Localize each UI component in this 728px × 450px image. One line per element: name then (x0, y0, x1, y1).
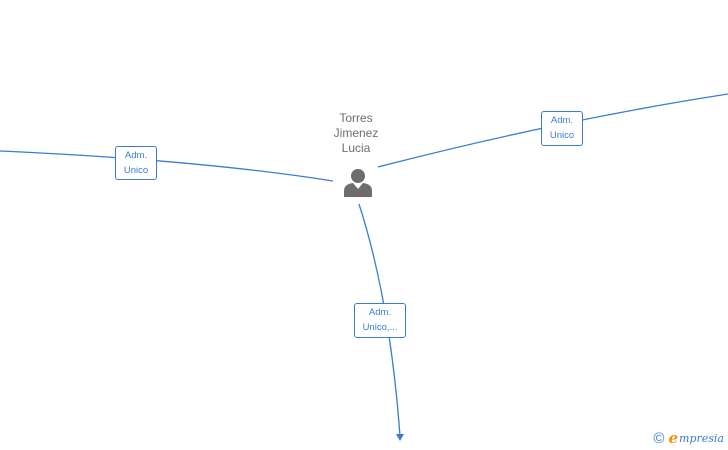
edge-left[interactable] (0, 150, 334, 182)
person-icon[interactable] (343, 167, 373, 197)
person-name-line: Jimenez (333, 126, 379, 140)
relation-badge-left[interactable]: Adm. Unico (115, 146, 157, 180)
person-node-label[interactable]: Torres Jimenez Lucia (318, 111, 394, 156)
relation-role: Unico (123, 165, 149, 176)
relation-role: Adm. (124, 150, 148, 161)
relation-role: Adm. (368, 307, 392, 318)
relation-role: Unico,... (362, 322, 398, 333)
logo-text: mpresia (679, 431, 724, 445)
copyright-icon: © (653, 429, 665, 447)
relation-badge-bottom[interactable]: Adm. Unico,... (354, 303, 406, 338)
person-name-line: Lucia (341, 141, 371, 155)
relation-role: Adm. (550, 115, 574, 126)
relation-badge-right[interactable]: Adm. Unico (541, 111, 583, 146)
relation-role: Unico (549, 130, 575, 141)
arrow-head-icon (396, 434, 404, 441)
logo-initial: e (668, 429, 679, 447)
brand-logo[interactable]: © e mpresia (653, 429, 724, 447)
person-name-line: Torres (339, 111, 373, 125)
